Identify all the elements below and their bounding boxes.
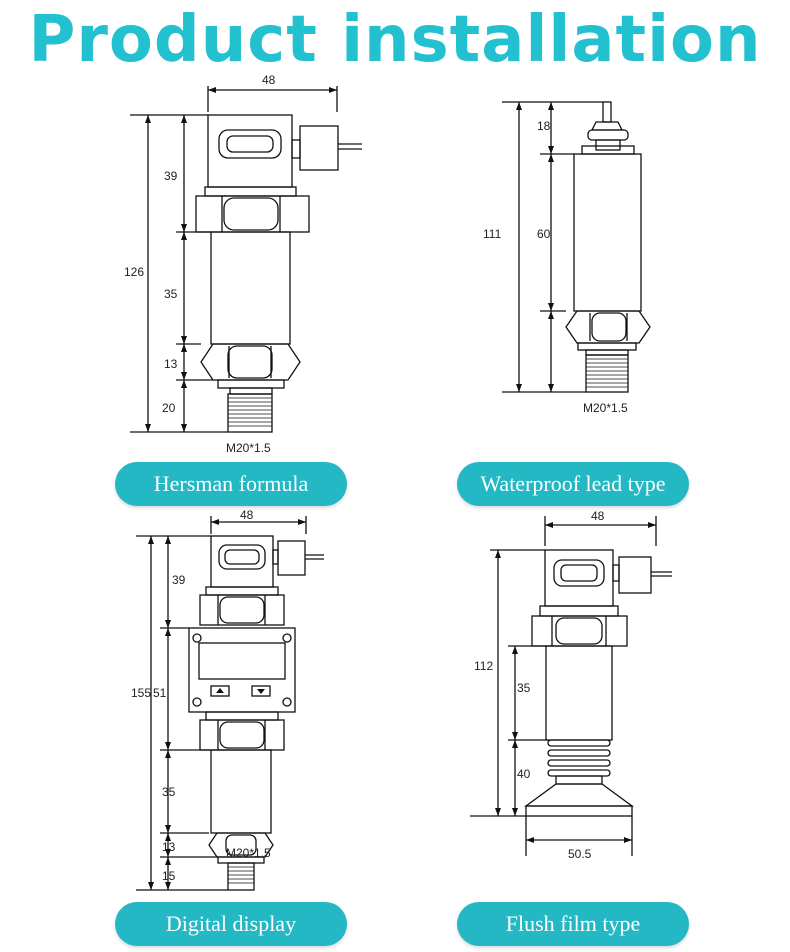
waterproof-dim-d2: 60 bbox=[537, 227, 551, 241]
hersman-dim-total: 126 bbox=[124, 265, 144, 279]
waterproof-dim-total: 111 bbox=[483, 227, 502, 241]
flush-dim-d2: 40 bbox=[517, 767, 531, 781]
hersman-drawing bbox=[130, 86, 362, 433]
waterproof-drawing bbox=[502, 101, 651, 393]
flush-dim-total: 112 bbox=[474, 659, 493, 673]
hersman-label: Hersman formula bbox=[153, 471, 309, 496]
hersman-label-button[interactable]: Hersman formula bbox=[115, 462, 347, 506]
flush-dim-base: 50.5 bbox=[568, 847, 592, 861]
flush-label-button[interactable]: Flush film type bbox=[457, 902, 689, 946]
waterproof-dim-d1: 18 bbox=[537, 119, 551, 133]
waterproof-thread-label: M20*1.5 bbox=[583, 401, 628, 415]
hersman-dim-d4: 20 bbox=[162, 401, 176, 415]
digital-label-button[interactable]: Digital display bbox=[115, 902, 347, 946]
digital-dim-d4: 13 bbox=[162, 840, 176, 854]
digital-label: Digital display bbox=[165, 911, 297, 936]
digital-dim-d3: 35 bbox=[162, 785, 176, 799]
digital-dim-total: 155 bbox=[131, 686, 151, 700]
hersman-dim-width: 48 bbox=[262, 73, 276, 87]
digital-dim-d1: 39 bbox=[172, 573, 186, 587]
flush-dim-d1: 35 bbox=[517, 681, 531, 695]
waterproof-label: Waterproof lead type bbox=[480, 471, 666, 496]
digital-dim-d5: 15 bbox=[162, 869, 176, 883]
digital-dim-d2: 51 bbox=[153, 686, 167, 700]
flush-drawing bbox=[470, 516, 672, 856]
hersman-dim-d3: 13 bbox=[164, 357, 178, 371]
digital-drawing bbox=[136, 516, 324, 891]
page-title: Product installation bbox=[28, 3, 762, 77]
flush-label: Flush film type bbox=[505, 911, 641, 936]
waterproof-label-button[interactable]: Waterproof lead type bbox=[457, 462, 689, 506]
hersman-thread-label: M20*1.5 bbox=[226, 441, 271, 455]
hersman-dim-d2: 35 bbox=[164, 287, 178, 301]
digital-thread-label: M20*1.5 bbox=[226, 846, 271, 860]
digital-dim-width: 48 bbox=[240, 508, 254, 522]
hersman-dim-d1: 39 bbox=[164, 169, 178, 183]
flush-dim-width: 48 bbox=[591, 509, 605, 523]
